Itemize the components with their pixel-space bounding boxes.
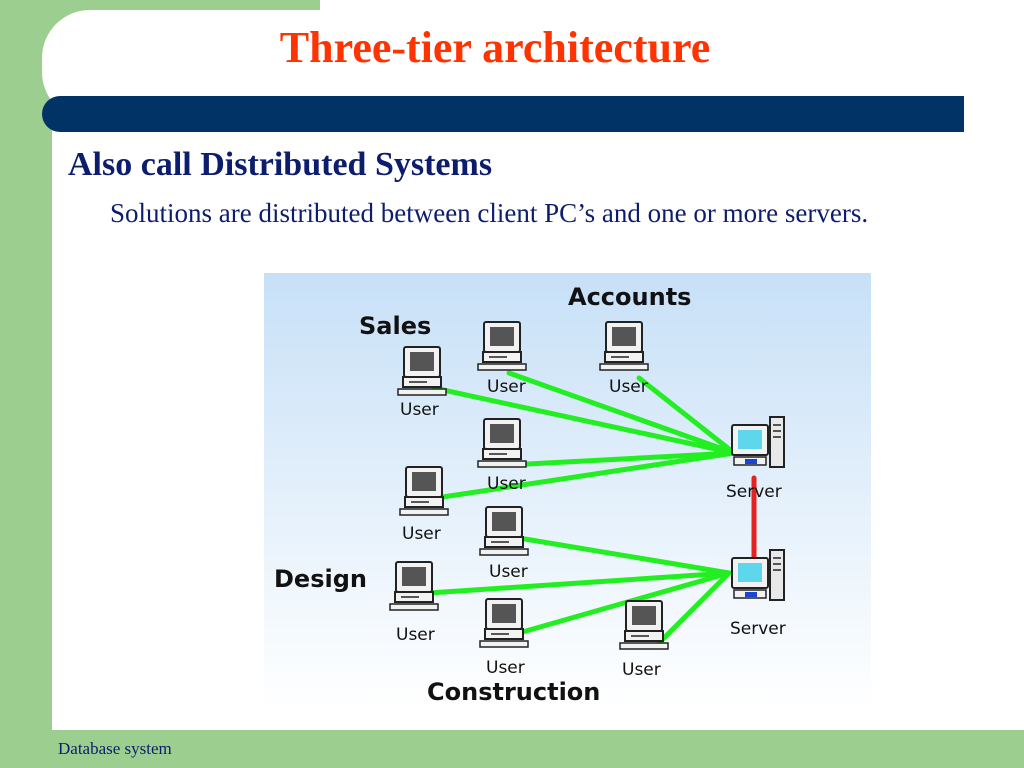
user-label: User bbox=[487, 377, 526, 397]
three-tier-network-diagram: Sales Accounts Design Construction User … bbox=[264, 273, 871, 708]
computer-icon bbox=[479, 506, 529, 556]
user-node: User bbox=[479, 598, 529, 678]
section-body-text: Solutions are distributed between client… bbox=[110, 198, 869, 228]
bottom-green-band bbox=[0, 730, 1024, 768]
computer-icon bbox=[619, 600, 669, 650]
server-node: Server bbox=[730, 549, 786, 639]
computer-icon bbox=[397, 346, 447, 396]
user-label: User bbox=[622, 660, 661, 680]
accounts-group: Accounts bbox=[568, 283, 691, 311]
user-node: User bbox=[619, 600, 669, 680]
user-label: User bbox=[487, 474, 526, 494]
server-node: Server bbox=[726, 416, 785, 502]
group-label-sales: Sales bbox=[359, 312, 431, 340]
server-icon bbox=[731, 549, 785, 601]
footer-text: Database system bbox=[58, 739, 172, 758]
diagram-background bbox=[264, 273, 871, 708]
user-node: User bbox=[397, 346, 447, 420]
construction-group: Construction bbox=[427, 678, 600, 706]
server-label: Server bbox=[726, 482, 782, 502]
computer-icon bbox=[399, 466, 449, 516]
user-label: User bbox=[400, 400, 439, 420]
sales-group: Sales bbox=[359, 312, 431, 340]
client-server-links bbox=[426, 370, 757, 646]
computer-icon bbox=[477, 418, 527, 468]
user-node: User bbox=[389, 561, 439, 645]
group-label-construction: Construction bbox=[427, 678, 600, 706]
title-underline-bar bbox=[42, 96, 964, 132]
user-node: User bbox=[479, 506, 529, 582]
group-label-accounts: Accounts bbox=[568, 283, 691, 311]
computer-icon bbox=[477, 321, 527, 371]
user-label: User bbox=[402, 524, 441, 544]
user-node: User bbox=[477, 321, 527, 397]
server-icon bbox=[731, 416, 785, 468]
user-label: User bbox=[486, 658, 525, 678]
computer-icon bbox=[599, 321, 649, 371]
design-group: Design bbox=[274, 565, 367, 593]
computer-icon bbox=[479, 598, 529, 648]
section-heading: Also call Distributed Systems bbox=[68, 146, 493, 183]
slide-title: Three-tier architecture bbox=[279, 23, 711, 72]
user-node: User bbox=[399, 466, 449, 544]
left-green-band bbox=[0, 0, 52, 768]
group-label-design: Design bbox=[274, 565, 367, 593]
user-node: User bbox=[599, 321, 649, 397]
server-label: Server bbox=[730, 619, 786, 639]
computer-icon bbox=[389, 561, 439, 611]
user-label: User bbox=[396, 625, 435, 645]
user-label: User bbox=[489, 562, 528, 582]
user-node: User bbox=[477, 418, 527, 494]
user-label: User bbox=[609, 377, 648, 397]
